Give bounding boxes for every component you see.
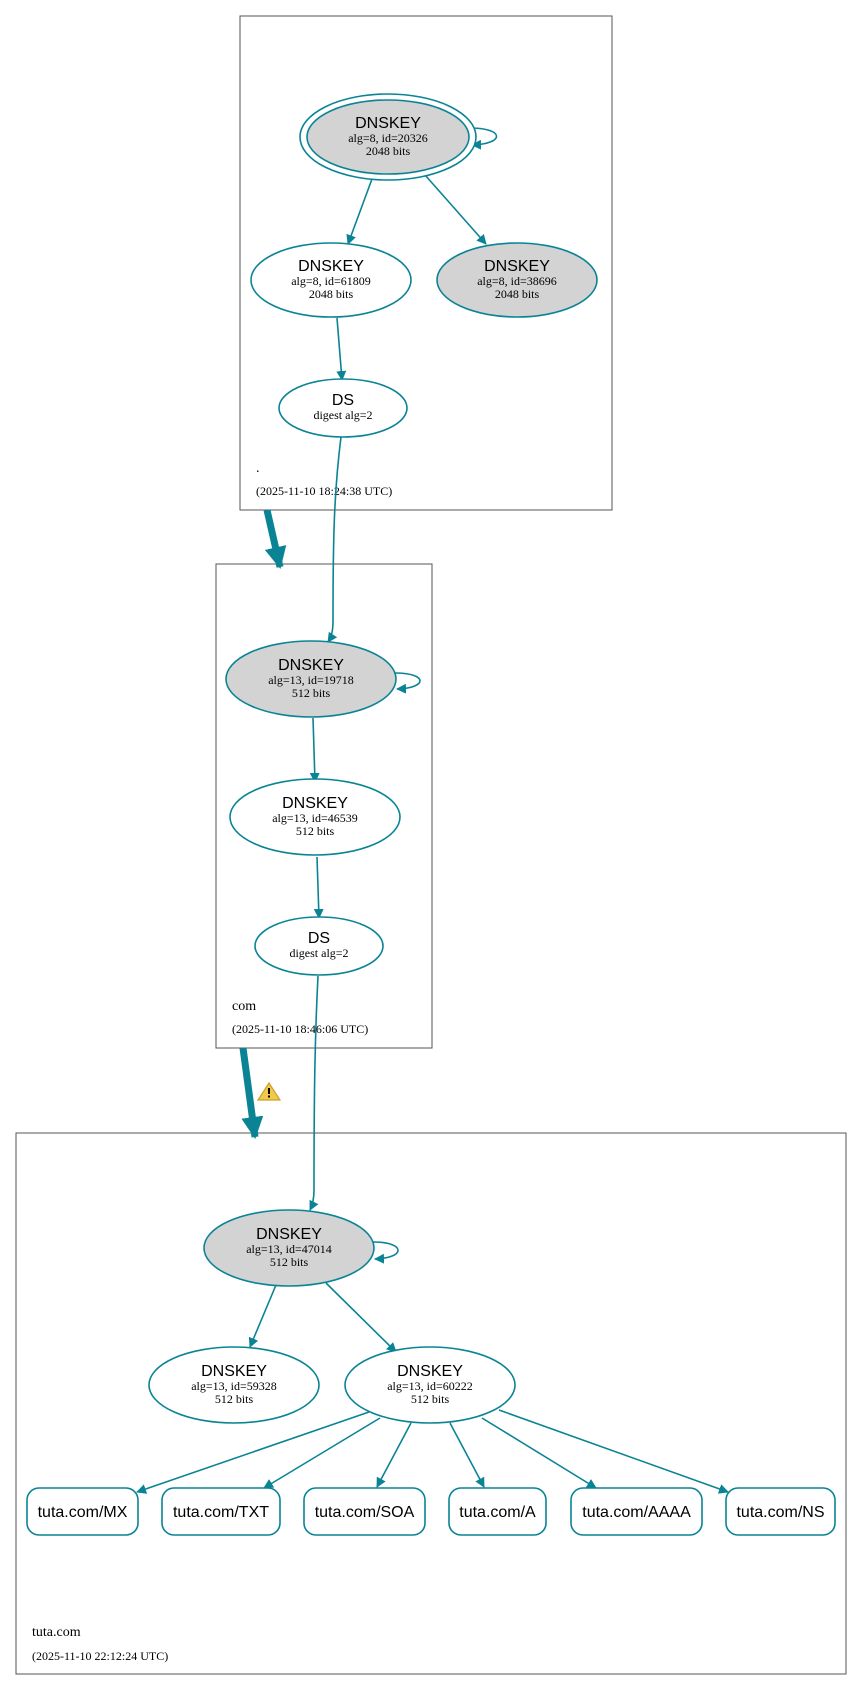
- edge-tuta-zsk-mx: [136, 1411, 370, 1494]
- node-detail: alg=8, id=61809: [291, 274, 371, 288]
- node-detail: alg=13, id=60222: [387, 1379, 473, 1393]
- zone-com-label: com: [232, 999, 256, 1014]
- node-detail: alg=8, id=20326: [348, 131, 428, 145]
- zone-root-timestamp: (2025-11-10 18:24:38 UTC): [256, 484, 392, 498]
- warning-icon[interactable]: [256, 1081, 282, 1101]
- zone-root-box: [239, 15, 613, 511]
- rrset-mx[interactable]: tuta.com/MX: [26, 1487, 139, 1536]
- node-com-ds[interactable]: DS digest alg=2: [254, 916, 384, 976]
- zone-root-label: .: [256, 461, 260, 476]
- node-com-zsk[interactable]: DNSKEY alg=13, id=46539 512 bits: [229, 778, 401, 856]
- delegation-arrow-root-com: [263, 509, 287, 569]
- edge-root-ds-com-ksk: [327, 436, 342, 643]
- node-detail: 512 bits: [296, 824, 335, 838]
- edge-tuta-ksk-zsk: [325, 1282, 397, 1353]
- node-detail: 512 bits: [292, 686, 331, 700]
- node-title: DS: [332, 392, 354, 409]
- node-root-zsk[interactable]: DNSKEY alg=8, id=61809 2048 bits: [250, 242, 412, 318]
- node-title: DNSKEY: [355, 115, 421, 132]
- node-tuta-ksk[interactable]: DNSKEY alg=13, id=47014 512 bits: [203, 1209, 375, 1287]
- rrset-label: tuta.com/AAAA: [582, 1504, 691, 1521]
- edge-root-ksk-zsk: [346, 178, 373, 245]
- edge-tuta-ksk-key2: [248, 1284, 277, 1348]
- node-root-ksk[interactable]: DNSKEY alg=8, id=20326 2048 bits: [299, 93, 477, 181]
- node-detail: 2048 bits: [309, 287, 354, 301]
- delegation-arrow-com-tuta: [239, 1047, 264, 1139]
- edge-com-ksk-zsk: [309, 717, 320, 783]
- node-detail: 512 bits: [215, 1392, 254, 1406]
- rrset-label: tuta.com/SOA: [315, 1504, 415, 1521]
- node-detail: digest alg=2: [313, 408, 372, 422]
- zone-tuta-label: tuta.com: [32, 1625, 81, 1640]
- node-com-ksk[interactable]: DNSKEY alg=13, id=19718 512 bits: [225, 640, 397, 718]
- node-title: DNSKEY: [201, 1363, 267, 1380]
- node-detail: alg=13, id=46539: [272, 811, 358, 825]
- edge-tuta-zsk-a: [449, 1422, 485, 1488]
- node-title: DNSKEY: [484, 258, 550, 275]
- zone-com-timestamp: (2025-11-10 18:46:06 UTC): [232, 1022, 368, 1036]
- node-detail: digest alg=2: [289, 946, 348, 960]
- node-tuta-zsk[interactable]: DNSKEY alg=13, id=60222 512 bits: [344, 1346, 516, 1424]
- edge-root-zsk-ds: [336, 317, 347, 381]
- node-tuta-key2[interactable]: DNSKEY alg=13, id=59328 512 bits: [148, 1346, 320, 1424]
- node-title: DNSKEY: [397, 1363, 463, 1380]
- edge-com-ds-tuta-ksk: [309, 975, 319, 1211]
- node-detail: alg=13, id=47014: [246, 1242, 332, 1256]
- node-root-ds[interactable]: DS digest alg=2: [278, 378, 408, 438]
- node-detail: 512 bits: [270, 1255, 309, 1269]
- edge-tuta-zsk-soa: [376, 1422, 412, 1488]
- zone-tuta-box: [15, 1132, 847, 1675]
- edge-tuta-zsk-txt: [263, 1417, 381, 1489]
- edge-root-ksk-self: [469, 127, 498, 150]
- edge-root-ksk-key3: [424, 174, 487, 245]
- node-root-key3[interactable]: DNSKEY alg=8, id=38696 2048 bits: [436, 242, 598, 318]
- rrset-label: tuta.com/NS: [736, 1504, 824, 1521]
- node-title: DNSKEY: [298, 258, 364, 275]
- rrset-aaaa[interactable]: tuta.com/AAAA: [570, 1487, 703, 1536]
- edge-tuta-zsk-aaaa: [481, 1417, 597, 1489]
- edge-com-zsk-ds: [313, 856, 324, 919]
- node-title: DS: [308, 930, 330, 947]
- zone-tuta-timestamp: (2025-11-10 22:12:24 UTC): [32, 1649, 168, 1663]
- node-title: DNSKEY: [278, 657, 344, 674]
- node-detail: 512 bits: [411, 1392, 450, 1406]
- node-detail: 2048 bits: [366, 144, 411, 158]
- zone-com-box: [215, 563, 433, 1049]
- node-title: DNSKEY: [282, 795, 348, 812]
- rrset-label: tuta.com/A: [459, 1504, 536, 1521]
- edge-tuta-ksk-self: [372, 1241, 399, 1264]
- edge-tuta-zsk-ns: [498, 1409, 729, 1494]
- rrset-label: tuta.com/TXT: [173, 1504, 269, 1521]
- node-detail: alg=8, id=38696: [477, 274, 557, 288]
- node-detail: alg=13, id=19718: [268, 673, 354, 687]
- node-detail: 2048 bits: [495, 287, 540, 301]
- rrset-a[interactable]: tuta.com/A: [448, 1487, 547, 1536]
- node-detail: alg=13, id=59328: [191, 1379, 277, 1393]
- rrset-soa[interactable]: tuta.com/SOA: [303, 1487, 426, 1536]
- edge-com-ksk-self: [394, 672, 421, 694]
- rrset-ns[interactable]: tuta.com/NS: [725, 1487, 836, 1536]
- node-title: DNSKEY: [256, 1226, 322, 1243]
- rrset-txt[interactable]: tuta.com/TXT: [161, 1487, 281, 1536]
- rrset-label: tuta.com/MX: [38, 1504, 128, 1521]
